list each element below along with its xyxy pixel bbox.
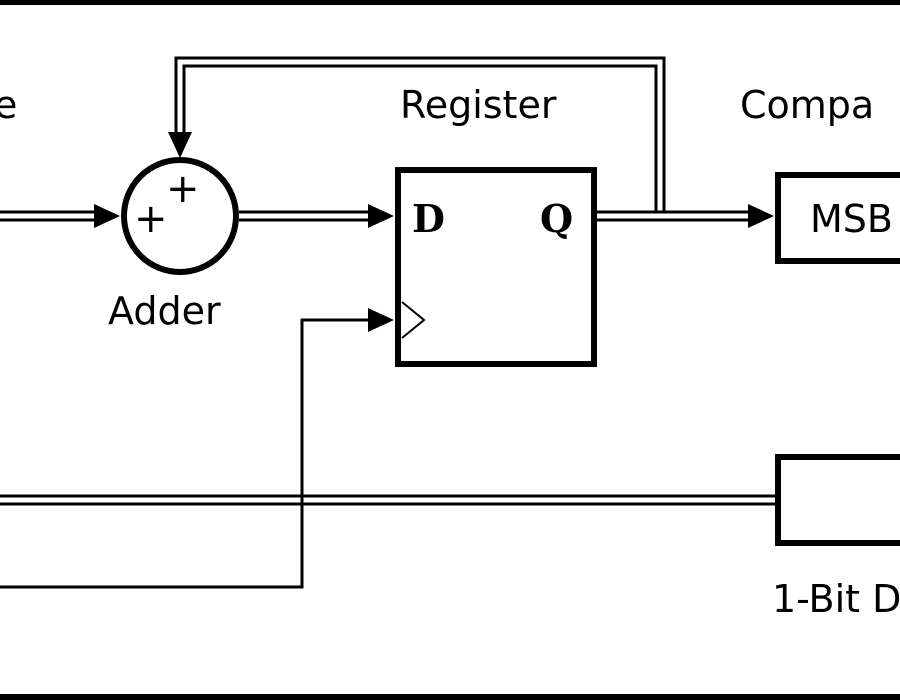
adder-block: + + — [121, 157, 239, 275]
register-label: Register — [400, 83, 557, 127]
adder-plus-left: + — [134, 196, 168, 242]
feedback-bus — [168, 56, 666, 212]
one-bit-label-partial: 1-Bit D — [772, 577, 900, 621]
one-bit-block — [775, 454, 900, 546]
register-clock-triangle — [401, 301, 426, 339]
one-bit-box — [775, 454, 900, 546]
register-pin-q: Q — [540, 196, 573, 241]
msb-box — [775, 172, 900, 264]
adder-plus-top: + — [166, 166, 200, 212]
comparator-label-partial: Compa — [740, 83, 874, 127]
frame-top — [0, 0, 900, 5]
register-to-comparator-bus — [597, 204, 774, 228]
input-bus — [0, 204, 120, 228]
adder-circle — [121, 157, 239, 275]
clock-line — [0, 308, 394, 589]
frame-bottom — [0, 694, 900, 700]
input-label-partial: e — [0, 83, 17, 127]
lower-bus — [0, 494, 776, 506]
msb-label: MSB — [810, 197, 893, 241]
register-block: D Q — [395, 167, 597, 367]
msb-block: MSB — [775, 172, 900, 264]
register-box — [395, 167, 597, 367]
adder-label: Adder — [108, 289, 221, 333]
adder-to-register-bus — [239, 204, 394, 228]
register-pin-d: D — [412, 196, 445, 241]
